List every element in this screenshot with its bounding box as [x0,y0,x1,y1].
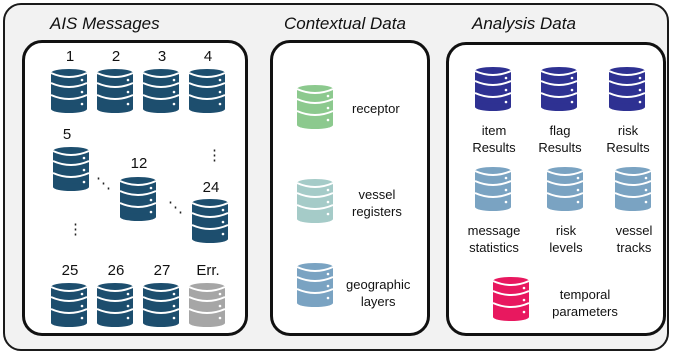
label-line: geographic [346,277,411,292]
risk-levels-database-icon [546,166,584,212]
ais-label-25: 25 [61,262,79,279]
receptor-database-icon [296,84,334,130]
label-line: Results [538,140,582,155]
vessel-registers-label: vessel registers [352,186,402,220]
ais-label-err: Err. [196,262,220,279]
database-icon [96,282,134,328]
message-statistics-database-icon [474,166,512,212]
ais-label-26: 26 [107,262,125,279]
label-line: risk [555,223,577,238]
diagonal-ellipsis-icon: ⋱ [168,199,183,216]
label-line: risk [617,123,639,138]
database-icon [142,282,180,328]
database-icon [50,68,88,114]
database-icon [142,68,180,114]
geographic-layers-label: geographic layers [346,276,410,310]
label-line: statistics [469,240,519,255]
error-database-icon [188,282,226,328]
ais-label-27: 27 [153,262,171,279]
ais-label-5: 5 [62,126,72,143]
analysis-data-title: Analysis Data [472,14,576,33]
label-line: Results [606,140,650,155]
item-results-database-icon [474,66,512,112]
label-line: layers [360,294,396,309]
flag-results-database-icon [540,66,578,112]
label-line: flag [549,123,571,138]
vessel-tracks-database-icon [614,166,652,212]
vertical-ellipsis-icon: ⋮ [207,147,222,164]
contextual-data-panel [270,40,430,336]
receptor-label: receptor [352,100,400,117]
ais-label-12: 12 [130,155,148,172]
label-line: temporal [559,287,611,302]
vessel-tracks-label: vessel tracks [610,222,658,256]
label-line: message [467,223,521,238]
ais-messages-title: AIS Messages [50,14,160,33]
ais-label-4: 4 [203,48,213,65]
risk-levels-label: risk levels [542,222,590,256]
label-line: parameters [552,304,618,319]
ais-label-1: 1 [65,48,75,65]
label-line: vessel [615,223,653,238]
database-icon [96,68,134,114]
temporal-parameters-label: temporal parameters [548,286,622,320]
label-line: tracks [616,240,652,255]
ais-label-2: 2 [111,48,121,65]
database-icon [191,198,229,244]
message-statistics-label: message statistics [464,222,524,256]
database-icon [50,282,88,328]
database-icon [52,146,90,192]
label-line: levels [549,240,583,255]
diagonal-ellipsis-icon: ⋱ [96,175,111,192]
vessel-registers-database-icon [296,178,334,224]
database-icon [188,68,226,114]
ais-label-3: 3 [157,48,167,65]
geographic-layers-database-icon [296,262,334,308]
label-line: vessel [358,187,396,202]
label-line: registers [352,204,402,219]
ais-label-24: 24 [202,179,220,196]
vertical-ellipsis-icon: ⋮ [68,221,83,238]
temporal-parameters-database-icon [492,276,530,322]
label-line: item [481,123,507,138]
contextual-data-title: Contextual Data [284,14,406,33]
risk-results-database-icon [608,66,646,112]
label-line: Results [472,140,516,155]
label-line: receptor [352,101,400,116]
database-icon [119,176,157,222]
